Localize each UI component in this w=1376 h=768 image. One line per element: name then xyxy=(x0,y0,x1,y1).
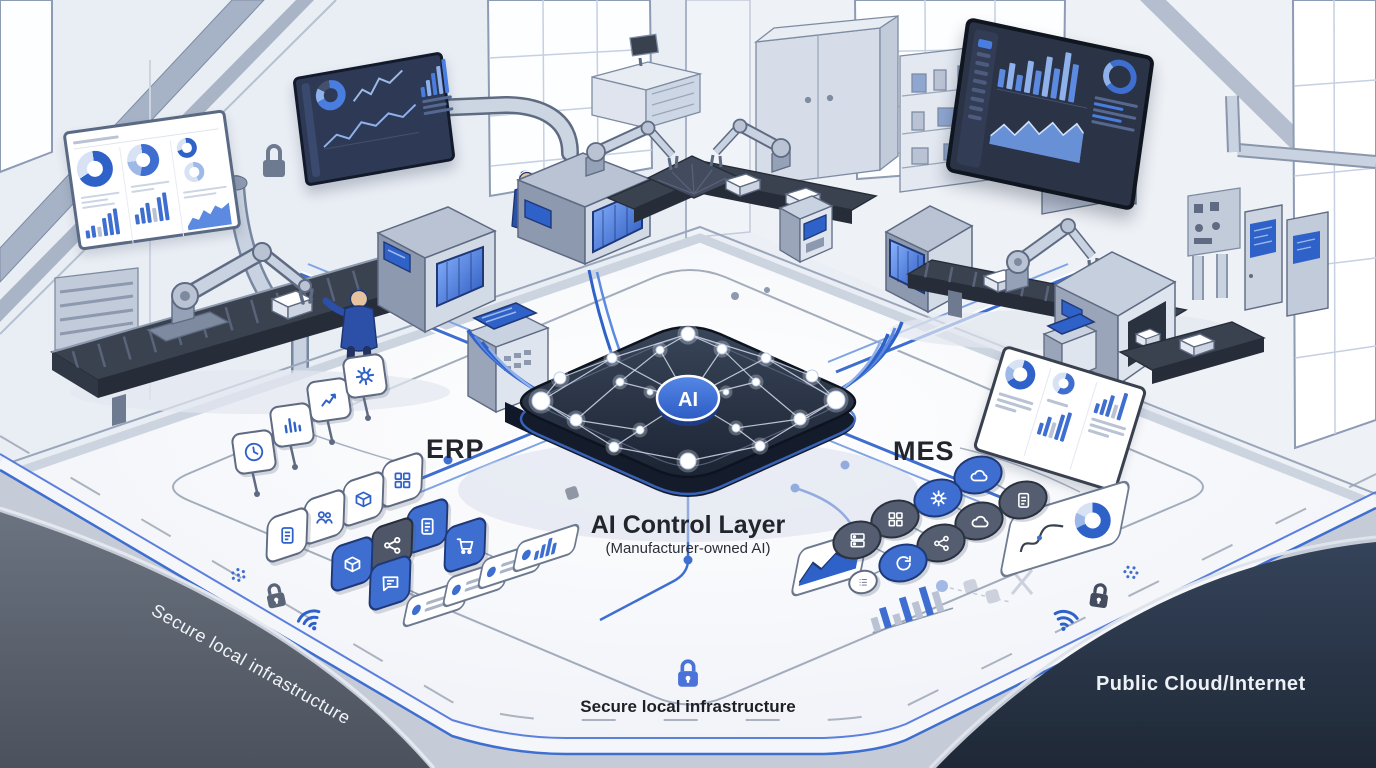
mes-analytics-card xyxy=(998,478,1132,580)
wall-dashboard-right xyxy=(945,16,1155,212)
ai-chip: AI xyxy=(458,323,918,542)
server-cabinet xyxy=(1286,211,1329,317)
lock-icon xyxy=(671,656,705,697)
wall-dashboard-center xyxy=(292,51,456,187)
bar-chart xyxy=(418,58,452,98)
secure-infrastructure-label: Secure local infrastructure xyxy=(580,697,796,716)
clock-icon xyxy=(230,428,278,476)
window-far-left xyxy=(0,0,53,174)
conveyor-junction xyxy=(606,155,878,224)
package xyxy=(270,290,314,321)
conveyor-left xyxy=(50,246,466,426)
donut-chart xyxy=(183,160,206,184)
public-cloud-label: Public Cloud/Internet xyxy=(1096,673,1306,695)
bar-chart xyxy=(83,208,125,239)
faded-process-icons xyxy=(936,569,1034,604)
bar-chart xyxy=(1036,405,1080,444)
secure-zone-outline xyxy=(172,269,1204,706)
ai-layer-title: AI Control Layer xyxy=(590,511,786,539)
line-chart xyxy=(323,103,420,150)
mes-floor-bar-chart xyxy=(870,586,954,634)
vent-unit xyxy=(54,267,139,351)
donut-chart xyxy=(125,141,162,179)
robot-arm xyxy=(585,120,679,177)
donut-chart xyxy=(1049,369,1078,398)
area-chart xyxy=(989,120,1085,164)
control-console xyxy=(778,195,834,264)
erp-label: ERP xyxy=(426,434,485,464)
bar-chart xyxy=(132,191,175,225)
package xyxy=(724,173,762,198)
donut-chart xyxy=(1074,502,1111,539)
line-chart xyxy=(1019,524,1064,553)
mes-label: MES xyxy=(893,436,955,466)
donut-chart xyxy=(314,77,348,113)
robot-arm xyxy=(709,118,791,173)
robot-arm xyxy=(146,242,314,342)
ai-badge: AI xyxy=(678,389,698,411)
area-chart xyxy=(187,202,232,231)
lock-icon xyxy=(1082,579,1117,618)
right-wall-equipment xyxy=(1187,95,1376,317)
package xyxy=(1178,333,1216,358)
wall-dashboard-left xyxy=(62,109,242,251)
gauge-chart xyxy=(1100,56,1139,98)
dark-corner-right xyxy=(936,542,1376,768)
bar-chart xyxy=(1093,384,1136,423)
stat-rows xyxy=(1091,93,1139,135)
chip-network xyxy=(528,323,849,473)
wall-lock-icon xyxy=(263,144,285,177)
gear-icon xyxy=(341,352,389,400)
cabinet-with-monitor xyxy=(591,33,703,129)
platform-edge xyxy=(0,435,1376,768)
donut-chart xyxy=(175,136,199,160)
line-chart xyxy=(352,69,403,102)
dark-corner-left xyxy=(0,512,430,768)
conveyor-output xyxy=(1118,321,1266,384)
ai-layer-subtitle: (Manufacturer-owned AI) xyxy=(605,540,771,557)
donut-chart xyxy=(74,148,116,190)
donut-chart xyxy=(1001,355,1040,394)
scanner-machine-left xyxy=(376,206,497,334)
